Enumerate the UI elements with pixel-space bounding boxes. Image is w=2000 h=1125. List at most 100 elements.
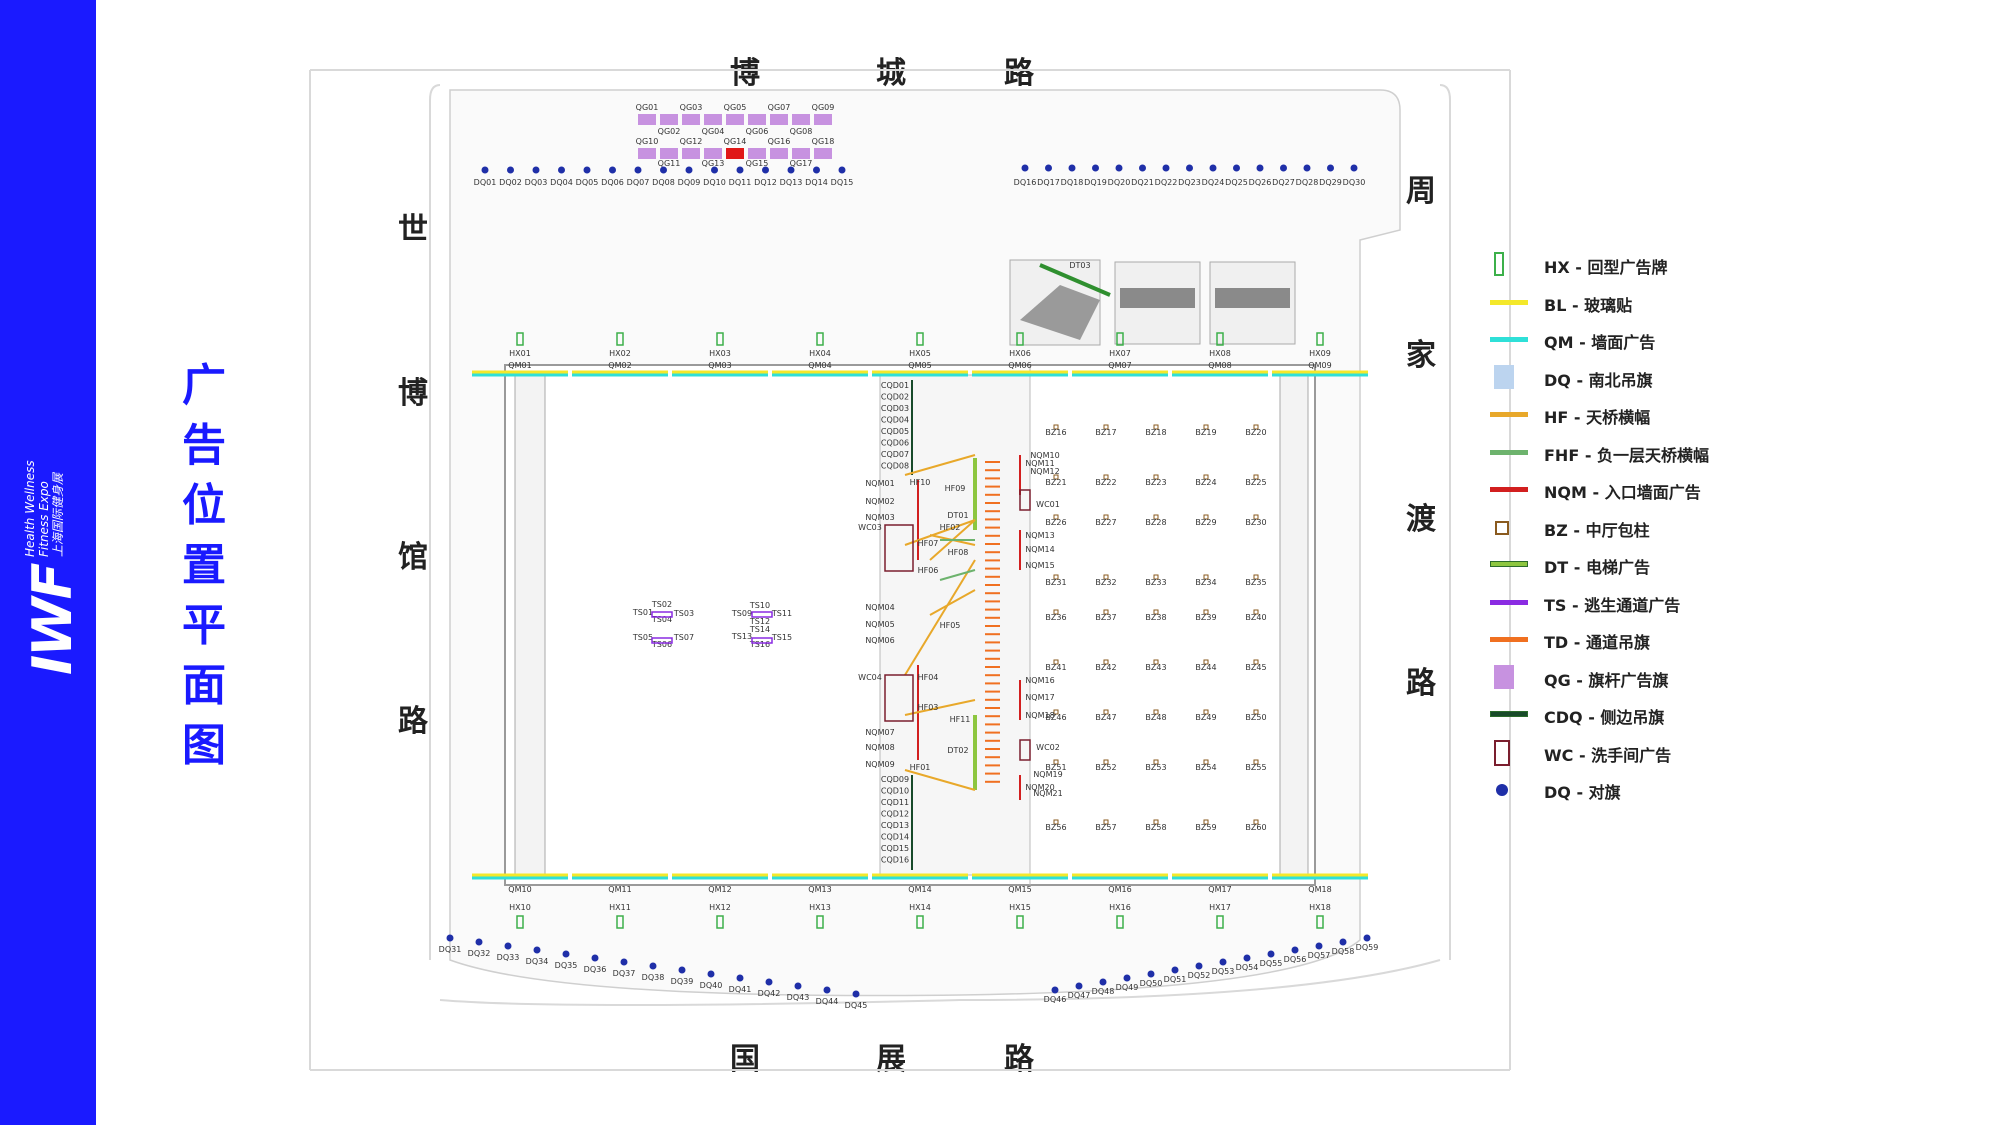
nqm-label: NQM03	[865, 513, 894, 522]
bz-pillar	[1253, 609, 1259, 615]
dq-flag	[736, 974, 744, 982]
dq-flag	[685, 166, 693, 174]
dq-flag	[1051, 986, 1059, 994]
legend-label: HF - 天桥横幅	[1544, 408, 1651, 427]
ts-label: TS04	[651, 615, 672, 624]
brand-sidebar: IWF Health Wellness Fitness Expo 上海国际健身展	[0, 0, 96, 1125]
dq-label: DQ18	[1061, 178, 1084, 187]
nqm-label: NQM17	[1025, 693, 1054, 702]
qm-label: QM14	[908, 885, 931, 894]
road-south-3: 路	[1004, 1042, 1034, 1077]
bz-pillar	[1103, 609, 1109, 615]
legend-symbol	[1494, 364, 1514, 389]
dq-label: DQ39	[671, 977, 694, 986]
bz-label: BZ24	[1195, 478, 1216, 487]
dq-label: DQ37	[613, 969, 636, 978]
qm-label: QM13	[808, 885, 831, 894]
ts-label: TS10	[749, 601, 770, 610]
dq-label: DQ13	[780, 178, 803, 187]
qm-label: QM08	[1208, 361, 1231, 370]
hx-board	[816, 332, 824, 346]
qg-flag	[726, 148, 744, 159]
bz-pillar	[1253, 709, 1259, 715]
hx-board	[516, 915, 524, 929]
legend-label: QM - 墙面广告	[1544, 333, 1656, 352]
bz-pillar	[1103, 424, 1109, 430]
road-north-3: 路	[1004, 56, 1034, 91]
nqm-label: NQM02	[865, 497, 894, 506]
bz-label: BZ32	[1095, 578, 1116, 587]
cqd-label: CQD06	[881, 439, 909, 448]
cqd-label: CQD13	[881, 821, 909, 830]
dq-flag	[660, 166, 667, 174]
bz-label: BZ44	[1195, 663, 1216, 672]
hx-board	[616, 332, 624, 346]
cqd-label: CQD05	[881, 427, 909, 436]
qg-label: QG06	[746, 127, 769, 136]
dq-label: DQ03	[525, 178, 548, 187]
qg-label: QG10	[636, 137, 659, 146]
dq-label: DQ12	[754, 178, 777, 187]
nqm-label: NQM09	[865, 760, 894, 769]
cqd-label: CQD16	[881, 856, 909, 865]
bz-label: BZ29	[1195, 518, 1216, 527]
dq-label: DQ02	[499, 178, 522, 187]
bz-pillar	[1253, 759, 1259, 765]
road-west-4: 路	[398, 704, 428, 739]
dq-label: DQ08	[652, 178, 675, 187]
legend-label: WC - 洗手间广告	[1544, 745, 1672, 765]
nqm-label: NQM18	[1025, 711, 1054, 720]
bz-label: BZ40	[1245, 613, 1266, 622]
wc-label: WC04	[858, 673, 882, 682]
dq-label: DQ22	[1155, 178, 1178, 187]
bz-pillar	[1053, 574, 1059, 580]
qm-label: QM12	[708, 885, 731, 894]
qm-label: QM16	[1108, 885, 1131, 894]
hx-board	[1216, 915, 1224, 929]
bz-label: BZ46	[1045, 713, 1066, 722]
hx-label: HX06	[1009, 349, 1031, 358]
dq-flag	[1068, 164, 1076, 172]
nqm-label: NQM07	[865, 728, 894, 737]
cqd-label: CQD12	[881, 810, 909, 819]
cqd-label: CQD07	[881, 450, 909, 459]
dq-label: DQ54	[1236, 963, 1259, 972]
bz-pillar	[1153, 574, 1159, 580]
road-east-3: 渡	[1406, 502, 1436, 537]
qg-label: QG16	[768, 137, 791, 146]
hf-label: HF10	[910, 478, 931, 487]
nqm-label: NQM10	[1030, 451, 1059, 460]
dq-label: DQ09	[678, 178, 701, 187]
dq-label: DQ15	[831, 178, 854, 187]
bz-pillar	[1103, 819, 1109, 825]
bz-pillar	[1153, 759, 1159, 765]
dq-label: DQ36	[584, 965, 607, 974]
road-east-4: 路	[1406, 666, 1436, 701]
hf-label: HF08	[948, 548, 969, 557]
title-char: 图	[182, 720, 226, 771]
legend-label: DT - 电梯广告	[1544, 558, 1650, 577]
road-south-1: 国	[730, 1042, 760, 1077]
dq-label: DQ30	[1343, 178, 1366, 187]
hf-label: HF06	[918, 566, 939, 575]
dq-flag	[1139, 164, 1146, 172]
bz-label: BZ50	[1245, 713, 1266, 722]
hx-label: HX11	[609, 903, 631, 912]
dq-label: DQ23	[1178, 178, 1201, 187]
legend-symbol	[1490, 599, 1528, 605]
dq-flag	[823, 986, 831, 994]
qg-label: QG15	[746, 159, 769, 168]
dq-label: DQ59	[1356, 943, 1379, 952]
dq-label: DQ19	[1084, 178, 1107, 187]
nqm-label: NQM16	[1025, 676, 1054, 685]
dq-flag	[1315, 942, 1323, 950]
bz-label: BZ42	[1095, 663, 1116, 672]
bz-label: BZ28	[1145, 518, 1166, 527]
cqd-label: CQD04	[881, 416, 909, 425]
title-char: 平	[182, 600, 226, 651]
bz-pillar	[1153, 514, 1159, 520]
dq-label: DQ41	[729, 985, 752, 994]
dq-flag	[1123, 974, 1131, 982]
bz-label: BZ36	[1045, 613, 1066, 622]
